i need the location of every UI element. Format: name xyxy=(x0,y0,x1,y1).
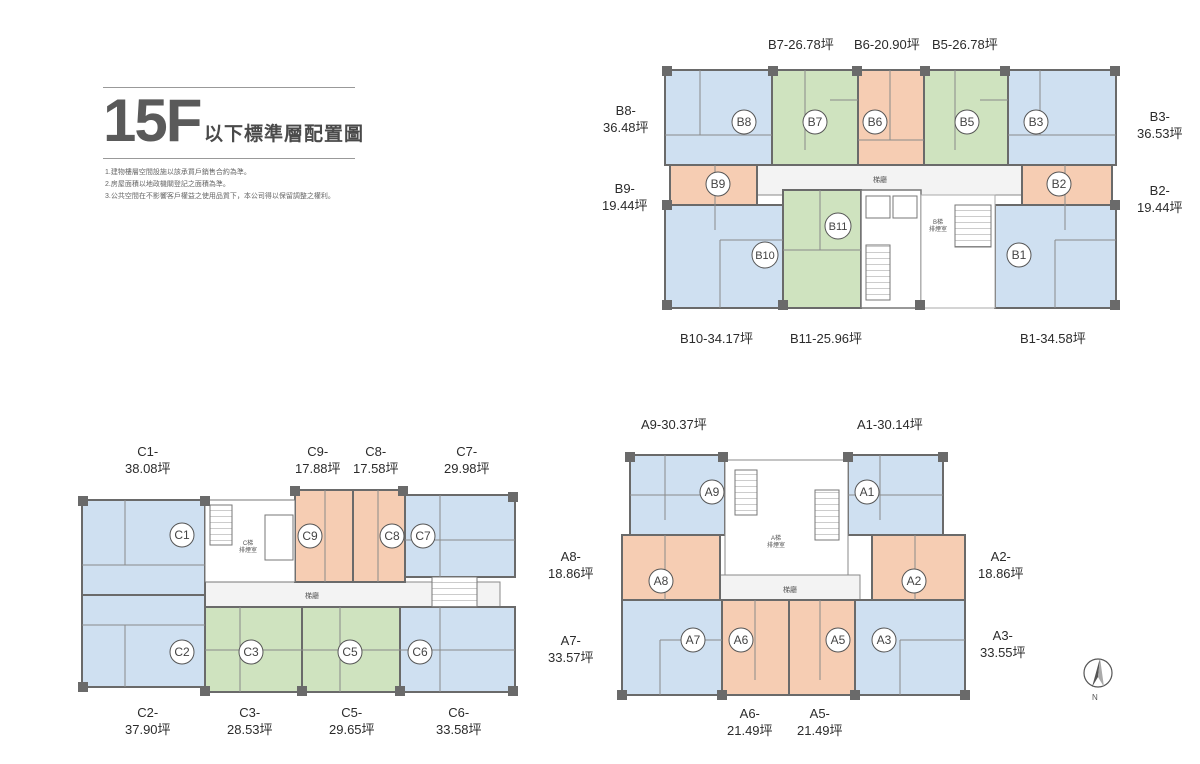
label-b3: B3- 36.53坪 xyxy=(1137,109,1183,141)
svg-text:A8: A8 xyxy=(654,574,669,588)
label-b11: B11-25.96坪 xyxy=(790,331,863,346)
label-a9: A9-30.37坪 xyxy=(641,417,707,432)
tower-c-plan: C1 C9 C8 C7 C2 C3 C5 C6 梯廳 C梯 排煙室 xyxy=(78,486,518,696)
label-c3: C3- 28.53坪 xyxy=(227,705,273,737)
svg-text:A5: A5 xyxy=(831,633,846,647)
svg-text:A2: A2 xyxy=(907,574,922,588)
tower-a-plan: A9 A1 A8 A2 A7 A6 A5 A3 梯廳 A梯 排煙室 xyxy=(617,452,970,700)
label-c1: C1- 38.08坪 xyxy=(125,444,171,476)
label-b8: B8- 36.48坪 xyxy=(603,103,649,135)
label-b5: B5-26.78坪 xyxy=(932,37,998,52)
svg-text:C6: C6 xyxy=(412,645,428,659)
label-a2: A2- 18.86坪 xyxy=(978,549,1024,581)
label-b1: B1-34.58坪 xyxy=(1020,331,1086,346)
svg-text:C2: C2 xyxy=(174,645,190,659)
svg-text:B10: B10 xyxy=(755,250,775,262)
label-a6: A6- 21.49坪 xyxy=(727,706,773,738)
svg-text:排煙室: 排煙室 xyxy=(239,546,257,554)
unit-a8-area xyxy=(621,534,721,601)
svg-text:梯廳: 梯廳 xyxy=(305,591,319,600)
north-compass-icon: N xyxy=(1080,655,1116,705)
note-2: 2.房屋面積以地政機關登記之面積為準。 xyxy=(105,181,230,188)
label-c2: C2- 37.90坪 xyxy=(125,705,171,737)
label-b6: B6-20.90坪 xyxy=(854,37,920,52)
compass-n-label: N xyxy=(1092,693,1098,702)
label-b9: B9- 19.44坪 xyxy=(602,181,648,213)
svg-text:C3: C3 xyxy=(243,645,259,659)
floor-number: 15F xyxy=(103,87,202,154)
label-c7: C7- 29.98坪 xyxy=(444,444,490,476)
b-corridor-label: 梯廳 xyxy=(873,175,887,184)
unit-a3-area xyxy=(854,599,966,696)
svg-text:B3: B3 xyxy=(1029,115,1044,129)
label-b10: B10-34.17坪 xyxy=(680,331,753,346)
svg-text:C1: C1 xyxy=(174,528,190,542)
svg-text:B2: B2 xyxy=(1052,177,1067,191)
label-b2: B2- 19.44坪 xyxy=(1137,183,1183,215)
svg-text:C5: C5 xyxy=(342,645,358,659)
label-b7: B7-26.78坪 xyxy=(768,37,834,52)
unit-a7-area xyxy=(621,599,723,696)
label-a5: A5- 21.49坪 xyxy=(797,706,843,738)
svg-text:A1: A1 xyxy=(860,485,875,499)
label-c9: C9- 17.88坪 xyxy=(295,444,341,476)
unit-b3-area xyxy=(1007,69,1117,166)
svg-text:B7: B7 xyxy=(808,115,823,129)
svg-text:A9: A9 xyxy=(705,485,720,499)
label-c5: C5- 29.65坪 xyxy=(329,705,375,737)
unit-c1-area xyxy=(81,499,206,596)
svg-text:A3: A3 xyxy=(877,633,892,647)
title-rule-bottom xyxy=(103,158,355,159)
svg-text:A6: A6 xyxy=(734,633,749,647)
unit-b11-area xyxy=(782,189,862,309)
label-c6: C6- 33.58坪 xyxy=(436,705,482,737)
svg-text:C9: C9 xyxy=(302,529,318,543)
label-a3: A3- 33.55坪 xyxy=(980,628,1026,660)
svg-text:B6: B6 xyxy=(868,115,883,129)
svg-text:B9: B9 xyxy=(711,177,726,191)
svg-text:B1: B1 xyxy=(1012,248,1027,262)
svg-text:A梯: A梯 xyxy=(771,534,781,542)
plan-subtitle: 以下標準層配置圖 xyxy=(204,124,365,145)
svg-text:排煙室: 排煙室 xyxy=(767,541,785,549)
svg-text:梯廳: 梯廳 xyxy=(783,585,797,594)
note-3: 3.公共空間在不影響客戶權益之使用品質下，本公司得以保留調整之權利。 xyxy=(105,193,335,200)
label-a7: A7- 33.57坪 xyxy=(548,633,594,665)
tower-b-plan: B8 B7 B6 B5 B3 B9 B2 B10 B11 B1 梯廳 B梯 排煙… xyxy=(662,66,1120,310)
label-a1: A1-30.14坪 xyxy=(857,417,923,432)
b8-id: B8 xyxy=(737,115,752,129)
note-1: 1.建物樓層空間設施以該承買戶銷售合約為準。 xyxy=(105,169,251,176)
svg-text:C梯: C梯 xyxy=(243,539,253,547)
unit-b8-area xyxy=(664,69,773,166)
svg-text:C8: C8 xyxy=(384,529,400,543)
svg-text:B11: B11 xyxy=(829,221,848,233)
svg-text:B梯: B梯 xyxy=(933,218,943,226)
svg-text:C7: C7 xyxy=(415,529,431,543)
label-c8: C8- 17.58坪 xyxy=(353,444,399,476)
svg-text:A7: A7 xyxy=(686,633,701,647)
title-rule-top xyxy=(103,87,355,88)
label-a8: A8- 18.86坪 xyxy=(548,549,594,581)
svg-text:排煙室: 排煙室 xyxy=(929,225,947,233)
svg-text:B5: B5 xyxy=(960,115,975,129)
